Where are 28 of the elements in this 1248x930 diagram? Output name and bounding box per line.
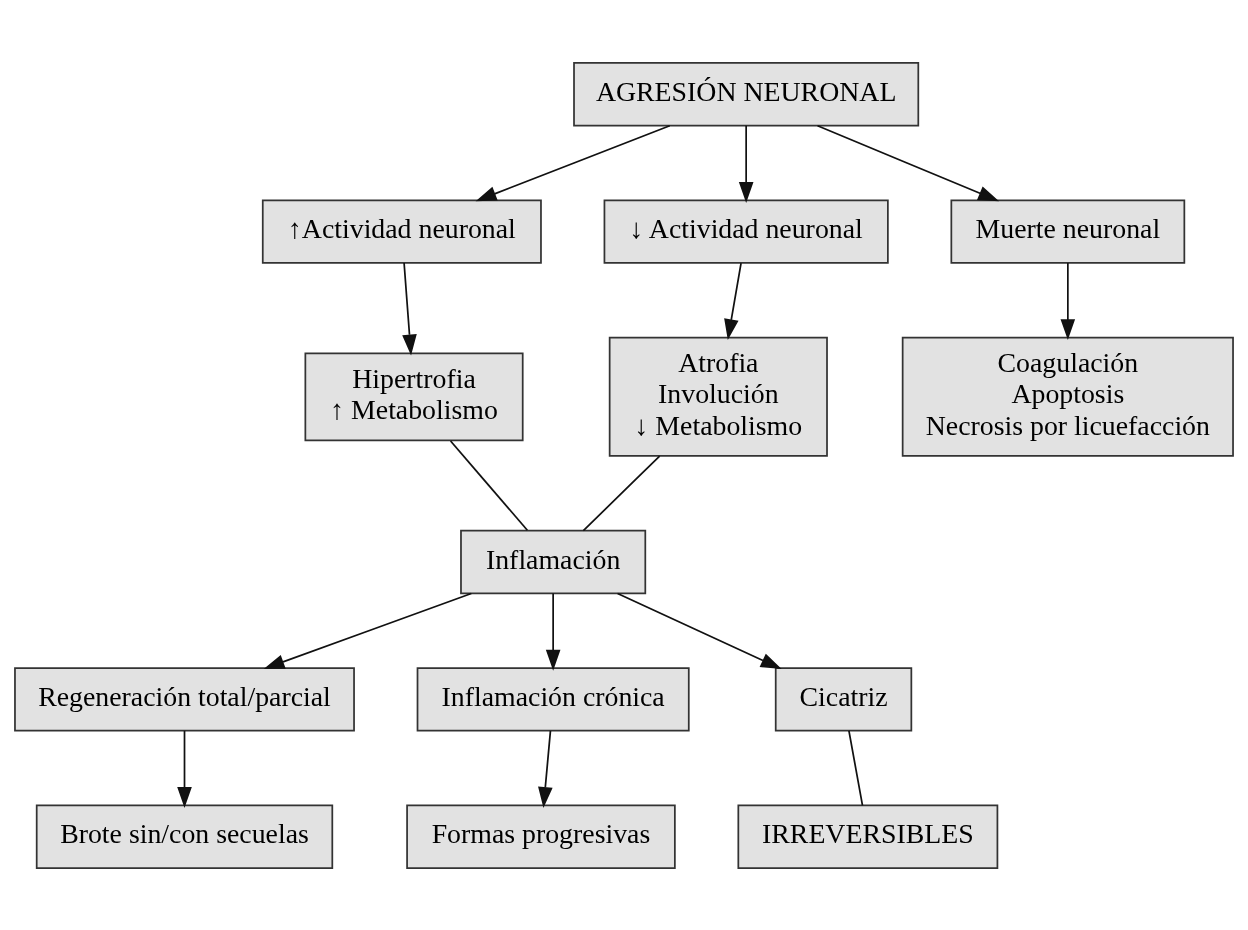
arrow	[538, 729, 553, 808]
arrow	[177, 729, 192, 808]
arrow	[1060, 261, 1076, 340]
arrow	[738, 124, 754, 203]
connector	[582, 454, 661, 531]
node-box: Regeneración total/parcial	[14, 666, 355, 732]
node-box: Inflamación crónica	[416, 666, 690, 732]
arrow	[263, 592, 473, 669]
node-box: AGRESIÓN NEURONAL	[573, 61, 920, 126]
arrow	[616, 592, 782, 669]
node-box: Atrofia Involución ↓ Metabolismo	[608, 336, 828, 457]
node-box: Formas progresivas	[406, 804, 676, 869]
node-box: Coagulación Apoptosis Necrosis por licuefacción	[901, 336, 1234, 457]
arrow	[475, 124, 671, 201]
node-box: ↓ Actividad neuronal	[603, 198, 889, 264]
arrow	[816, 124, 1000, 201]
arrow	[724, 261, 742, 340]
node-box: Inflamación	[460, 529, 647, 594]
node-box: Muerte neuronal	[950, 198, 1186, 264]
arrow	[402, 261, 417, 355]
node-box: IRREVERSIBLES	[737, 804, 999, 869]
connector	[848, 729, 864, 806]
node-box: Brote sin/con secuelas	[35, 804, 334, 869]
node-box: ↑Actividad neuronal	[261, 198, 542, 264]
node-box: Hipertrofia ↑ Metabolismo	[304, 351, 524, 441]
arrow	[545, 592, 561, 671]
connector	[449, 439, 529, 531]
node-box: Cicatriz	[774, 666, 913, 732]
